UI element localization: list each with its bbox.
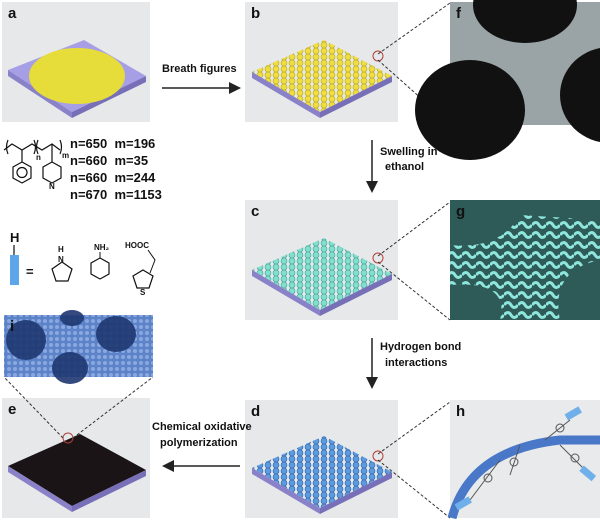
- aniline-nh2: NH₂: [94, 243, 110, 252]
- composition: n=660 m=244: [70, 170, 156, 185]
- copolymer-structure: [3, 139, 63, 184]
- panel-d: d: [245, 400, 398, 518]
- step-swelling-line2: ethanol: [385, 161, 424, 173]
- yellow-film: [29, 48, 125, 104]
- panel-a: a: [2, 2, 150, 122]
- step-breath-figures: Breath figures: [162, 63, 237, 75]
- panel-h-schematic: h: [447, 400, 600, 520]
- composition: n=670 m=1153: [70, 187, 162, 202]
- panel-label-i: i: [10, 318, 14, 335]
- step-hbond-line2: interactions: [385, 357, 447, 369]
- panel-g-sem: g: [450, 200, 600, 320]
- subscript-m: m: [62, 151, 69, 160]
- panel-i-sem: i: [4, 310, 153, 384]
- step-oxid-line2: polymerization: [160, 437, 238, 449]
- step-swelling-line1: Swelling in: [380, 146, 438, 158]
- panel-label-d: d: [251, 403, 260, 420]
- h-atom: H: [10, 230, 19, 245]
- panel-label-c: c: [251, 203, 259, 220]
- composition: n=650 m=196: [70, 136, 155, 151]
- monomer-legend: H = H N NH₂ HOOC S: [10, 230, 156, 297]
- panel-label-b: b: [251, 5, 260, 22]
- composition: n=660 m=35: [70, 153, 148, 168]
- pyridine-n: N: [49, 182, 55, 191]
- step-hbond-line1: Hydrogen bond: [380, 341, 461, 353]
- thiophene-s: S: [140, 288, 146, 297]
- panel-label-h: h: [456, 403, 465, 420]
- panel-f-sem: f: [415, 0, 600, 160]
- pyrrole-n: N: [58, 255, 64, 264]
- panel-label-a: a: [8, 5, 17, 22]
- subscript-n: n: [36, 153, 41, 162]
- step-oxid-line1: Chemical oxidative: [152, 421, 252, 433]
- panel-e: e: [2, 398, 150, 518]
- panel-label-f: f: [456, 5, 462, 22]
- thiophene-ring-icon: [132, 269, 154, 289]
- equals: =: [26, 264, 34, 279]
- composition-list: n=650 m=196 n=660 m=35 n=660 m=244 n=670…: [70, 136, 162, 202]
- monomer-block-icon: [10, 255, 19, 285]
- panel-b: b: [245, 2, 398, 122]
- panel-c: c: [245, 200, 398, 320]
- pyrrole-h: H: [58, 245, 64, 254]
- panel-label-g: g: [456, 203, 465, 220]
- panel-label-e: e: [8, 401, 16, 418]
- aniline-ring-icon: [90, 257, 110, 280]
- thiophene-cooh: HOOC: [125, 241, 149, 250]
- pyrrole-ring-icon: [51, 261, 73, 282]
